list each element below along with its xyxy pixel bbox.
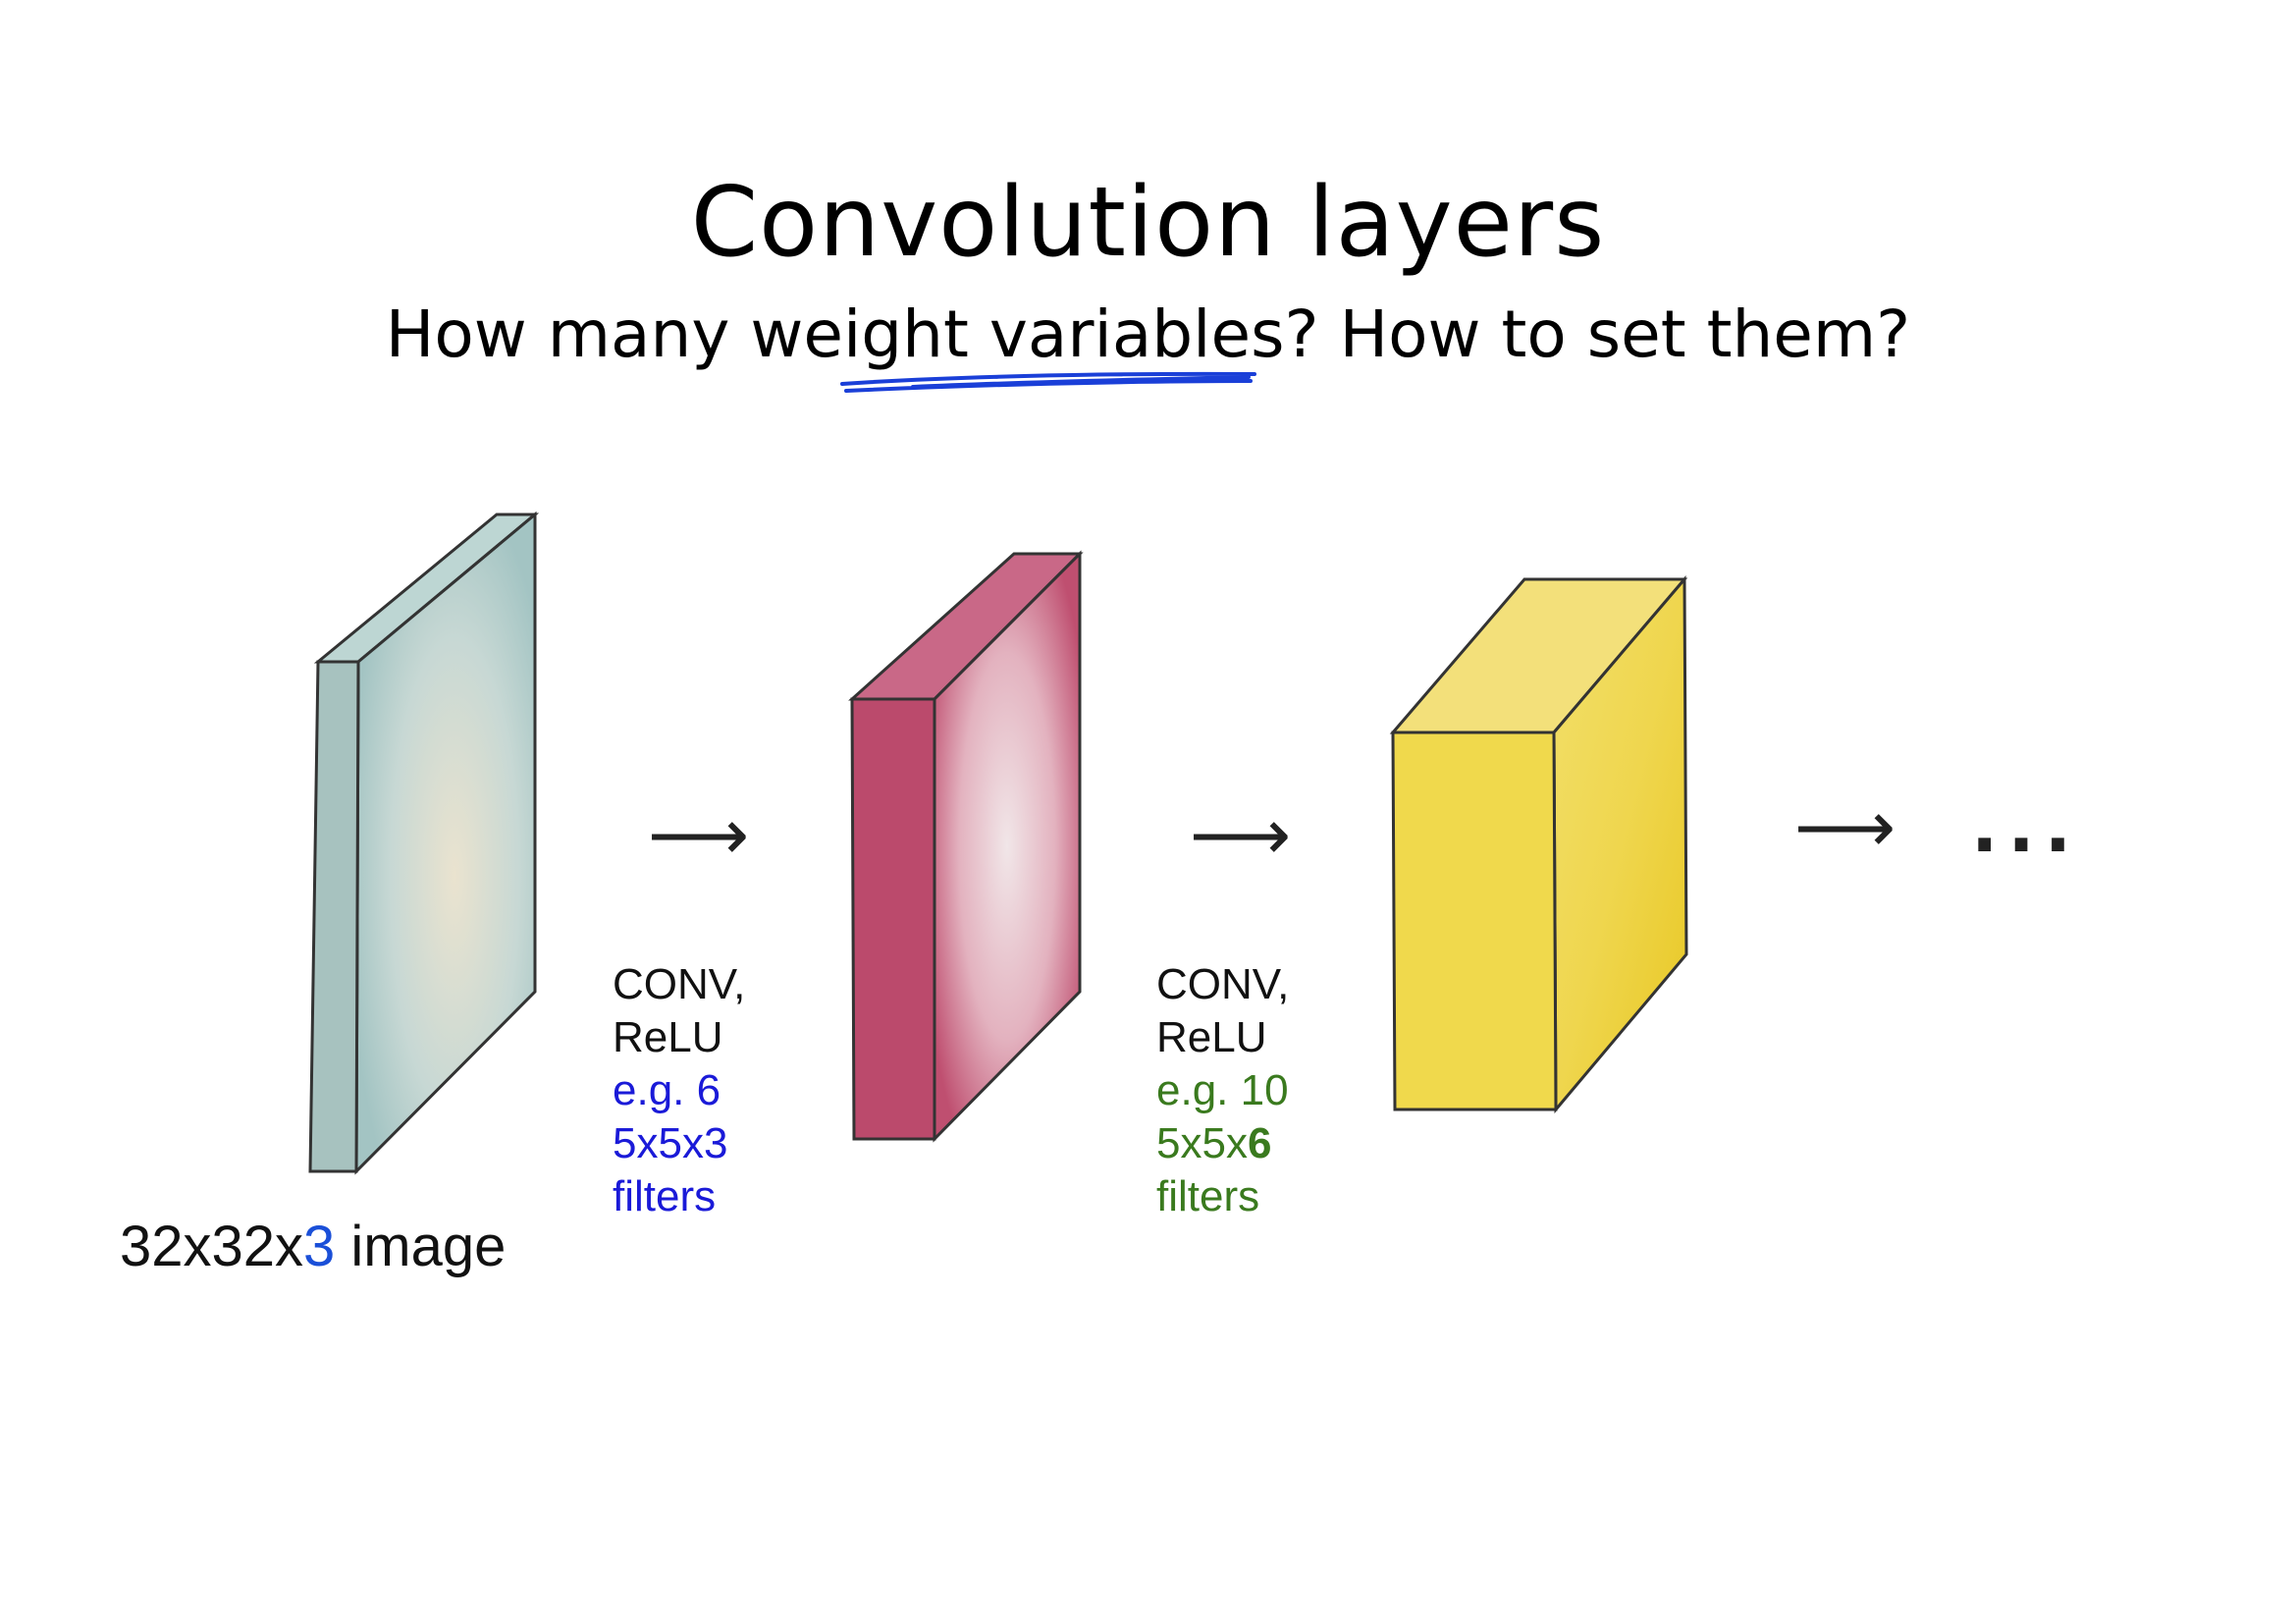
arrow-right-icon: ⟶ — [1190, 793, 1292, 876]
conv1-filter-count: e.g. 6 — [613, 1066, 721, 1114]
conv1-line-relu: ReLU — [613, 1013, 723, 1061]
input-caption-depth: 3 — [303, 1215, 336, 1278]
arrow-right-icon: ⟶ — [1794, 785, 1896, 868]
conv1-filters-word: filters — [613, 1172, 717, 1220]
input-caption: 32x32x3 image — [120, 1214, 506, 1279]
continuation-ellipsis: ... — [1971, 785, 2082, 868]
conv2-filters-word: filters — [1156, 1172, 1260, 1220]
arrow-right-icon: ⟶ — [648, 793, 750, 876]
conv1-line-conv: CONV, — [613, 960, 746, 1008]
conv2-output-volume — [1389, 574, 1688, 1114]
conv1-label: CONV, ReLU e.g. 6 5x5x3 filters — [613, 958, 745, 1223]
conv2-filter-size: 5x5x6 — [1156, 1117, 1289, 1170]
conv1-output-volume — [848, 550, 1084, 1143]
conv2-label: CONV, ReLU e.g. 10 5x5x6 filters — [1156, 958, 1289, 1223]
conv2-line-relu: ReLU — [1156, 1013, 1267, 1061]
slide-subtitle: How many weight variables? How to set th… — [385, 297, 1911, 372]
conv1-filter-size: 5x5x3 — [613, 1119, 728, 1167]
input-caption-word: image — [335, 1215, 507, 1278]
slide-title: Convolution layers — [690, 167, 1606, 279]
input-caption-dims: 32x32x — [120, 1215, 304, 1278]
underline-annotation — [840, 371, 1256, 393]
conv2-filter-count: e.g. 10 — [1156, 1066, 1289, 1114]
conv2-filter-size-dims: 5x5x — [1156, 1119, 1248, 1167]
conv2-filter-depth: 6 — [1247, 1119, 1272, 1167]
input-volume — [308, 511, 540, 1175]
conv2-line-conv: CONV, — [1156, 960, 1290, 1008]
